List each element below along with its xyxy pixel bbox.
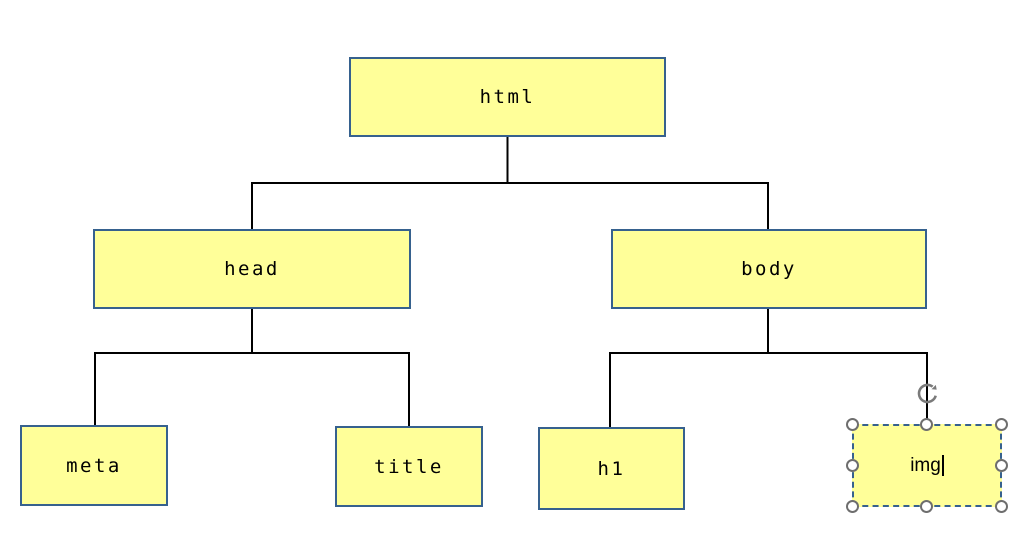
- edge-html-head[interactable]: [251, 137, 509, 229]
- node-html-label: html: [479, 86, 536, 108]
- node-h1-label: h1: [597, 457, 626, 480]
- node-img-text-edit[interactable]: img: [910, 455, 944, 477]
- node-html[interactable]: html: [349, 57, 666, 137]
- edge-html-body[interactable]: [506, 137, 769, 229]
- resize-handle-s[interactable]: [920, 500, 933, 513]
- resize-handle-nw[interactable]: [846, 418, 859, 431]
- node-body[interactable]: body: [611, 229, 927, 309]
- resize-handle-se[interactable]: [995, 500, 1008, 513]
- resize-handle-n[interactable]: [920, 418, 933, 431]
- node-meta-label: meta: [66, 454, 122, 477]
- node-head[interactable]: head: [93, 229, 411, 309]
- node-h1[interactable]: h1: [538, 427, 685, 510]
- resize-handle-w[interactable]: [846, 458, 859, 472]
- node-head-label: head: [224, 258, 280, 280]
- edge-head-meta[interactable]: [94, 309, 253, 425]
- node-body-label: body: [741, 258, 797, 280]
- node-meta[interactable]: meta: [20, 425, 168, 506]
- edge-body-h1[interactable]: [609, 309, 769, 427]
- text-caret: [941, 455, 944, 476]
- rotate-handle-icon[interactable]: [914, 379, 941, 406]
- resize-handle-sw[interactable]: [846, 500, 859, 513]
- resize-handle-e[interactable]: [995, 458, 1008, 472]
- node-img-label: img: [910, 454, 941, 476]
- edge-body-img[interactable]: [767, 309, 928, 424]
- node-img-selected[interactable]: img: [846, 418, 1008, 513]
- edge-head-title[interactable]: [251, 309, 410, 426]
- node-title[interactable]: title: [335, 426, 483, 507]
- resize-handle-ne[interactable]: [995, 418, 1008, 431]
- node-title-label: title: [374, 455, 444, 478]
